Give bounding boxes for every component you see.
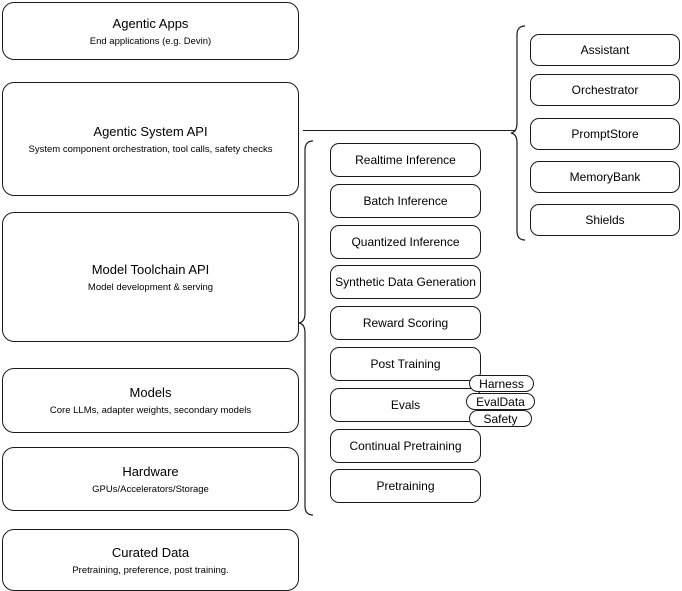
toolchain-component-realtime-inference[interactable]: Realtime Inference [330,143,481,177]
component-label: Realtime Inference [355,152,456,167]
layer-subtitle: GPUs/Accelerators/Storage [92,483,209,495]
pill-label: EvalData [476,394,525,409]
pill-label: Safety [483,411,518,426]
component-label: Quantized Inference [351,234,460,249]
layer-title: Model Toolchain API [91,261,210,277]
connector-system-api-to-components [303,130,516,131]
eval-subcomponent-safety[interactable]: Safety [469,410,532,427]
toolchain-component-pretraining[interactable]: Pretraining [330,469,481,503]
component-label: Pretraining [376,478,435,493]
toolchain-component-synthetic-data-generation[interactable]: Synthetic Data Generation [330,265,481,299]
system-component-memorybank[interactable]: MemoryBank [530,161,680,193]
component-label: Orchestrator [571,82,639,97]
layer-subtitle: System component orchestration, tool cal… [28,143,273,155]
brace-toolchain-components [298,138,314,518]
layer-model-toolchain-api[interactable]: Model Toolchain API Model development & … [2,212,299,342]
toolchain-component-continual-pretraining[interactable]: Continual Pretraining [330,429,481,463]
layer-agentic-apps[interactable]: Agentic Apps End applications (e.g. Devi… [2,2,299,60]
layer-subtitle: End applications (e.g. Devin) [89,35,212,47]
layer-title: Agentic Apps [112,15,189,31]
pill-label: Harness [479,376,524,391]
toolchain-component-batch-inference[interactable]: Batch Inference [330,184,481,218]
component-label: Shields [585,212,625,227]
component-label: Continual Pretraining [349,438,462,453]
system-component-shields[interactable]: Shields [530,204,680,236]
layer-models[interactable]: Models Core LLMs, adapter weights, secon… [2,368,299,433]
layer-subtitle: Model development & serving [87,281,214,293]
system-component-orchestrator[interactable]: Orchestrator [530,74,680,106]
toolchain-component-evals[interactable]: Evals [330,388,481,422]
component-label: Reward Scoring [362,315,449,330]
toolchain-component-quantized-inference[interactable]: Quantized Inference [330,225,481,259]
eval-subcomponent-harness[interactable]: Harness [469,375,534,392]
component-label: PromptStore [571,126,639,141]
component-label: Post Training [370,356,441,371]
toolchain-component-post-training[interactable]: Post Training [330,347,481,381]
layer-title: Curated Data [111,544,190,560]
layer-title: Hardware [122,463,179,479]
layer-title: Agentic System API [93,123,208,139]
eval-subcomponent-evaldata[interactable]: EvalData [466,393,535,410]
brace-system-components [510,24,526,242]
layer-title: Models [129,385,172,400]
component-label: Assistant [580,42,630,57]
system-component-promptstore[interactable]: PromptStore [530,118,680,150]
layer-curated-data[interactable]: Curated Data Pretraining, preference, po… [2,529,299,591]
toolchain-component-reward-scoring[interactable]: Reward Scoring [330,306,481,340]
layer-subtitle: Core LLMs, adapter weights, secondary mo… [49,405,252,416]
layer-subtitle: Pretraining, preference, post training. [72,564,229,576]
system-component-assistant[interactable]: Assistant [530,34,680,66]
layer-hardware[interactable]: Hardware GPUs/Accelerators/Storage [2,447,299,511]
layer-agentic-system-api[interactable]: Agentic System API System component orch… [2,82,299,196]
component-label: Synthetic Data Generation [335,274,476,289]
component-label: Batch Inference [363,193,448,208]
component-label: MemoryBank [569,169,641,184]
component-label: Evals [390,397,421,412]
